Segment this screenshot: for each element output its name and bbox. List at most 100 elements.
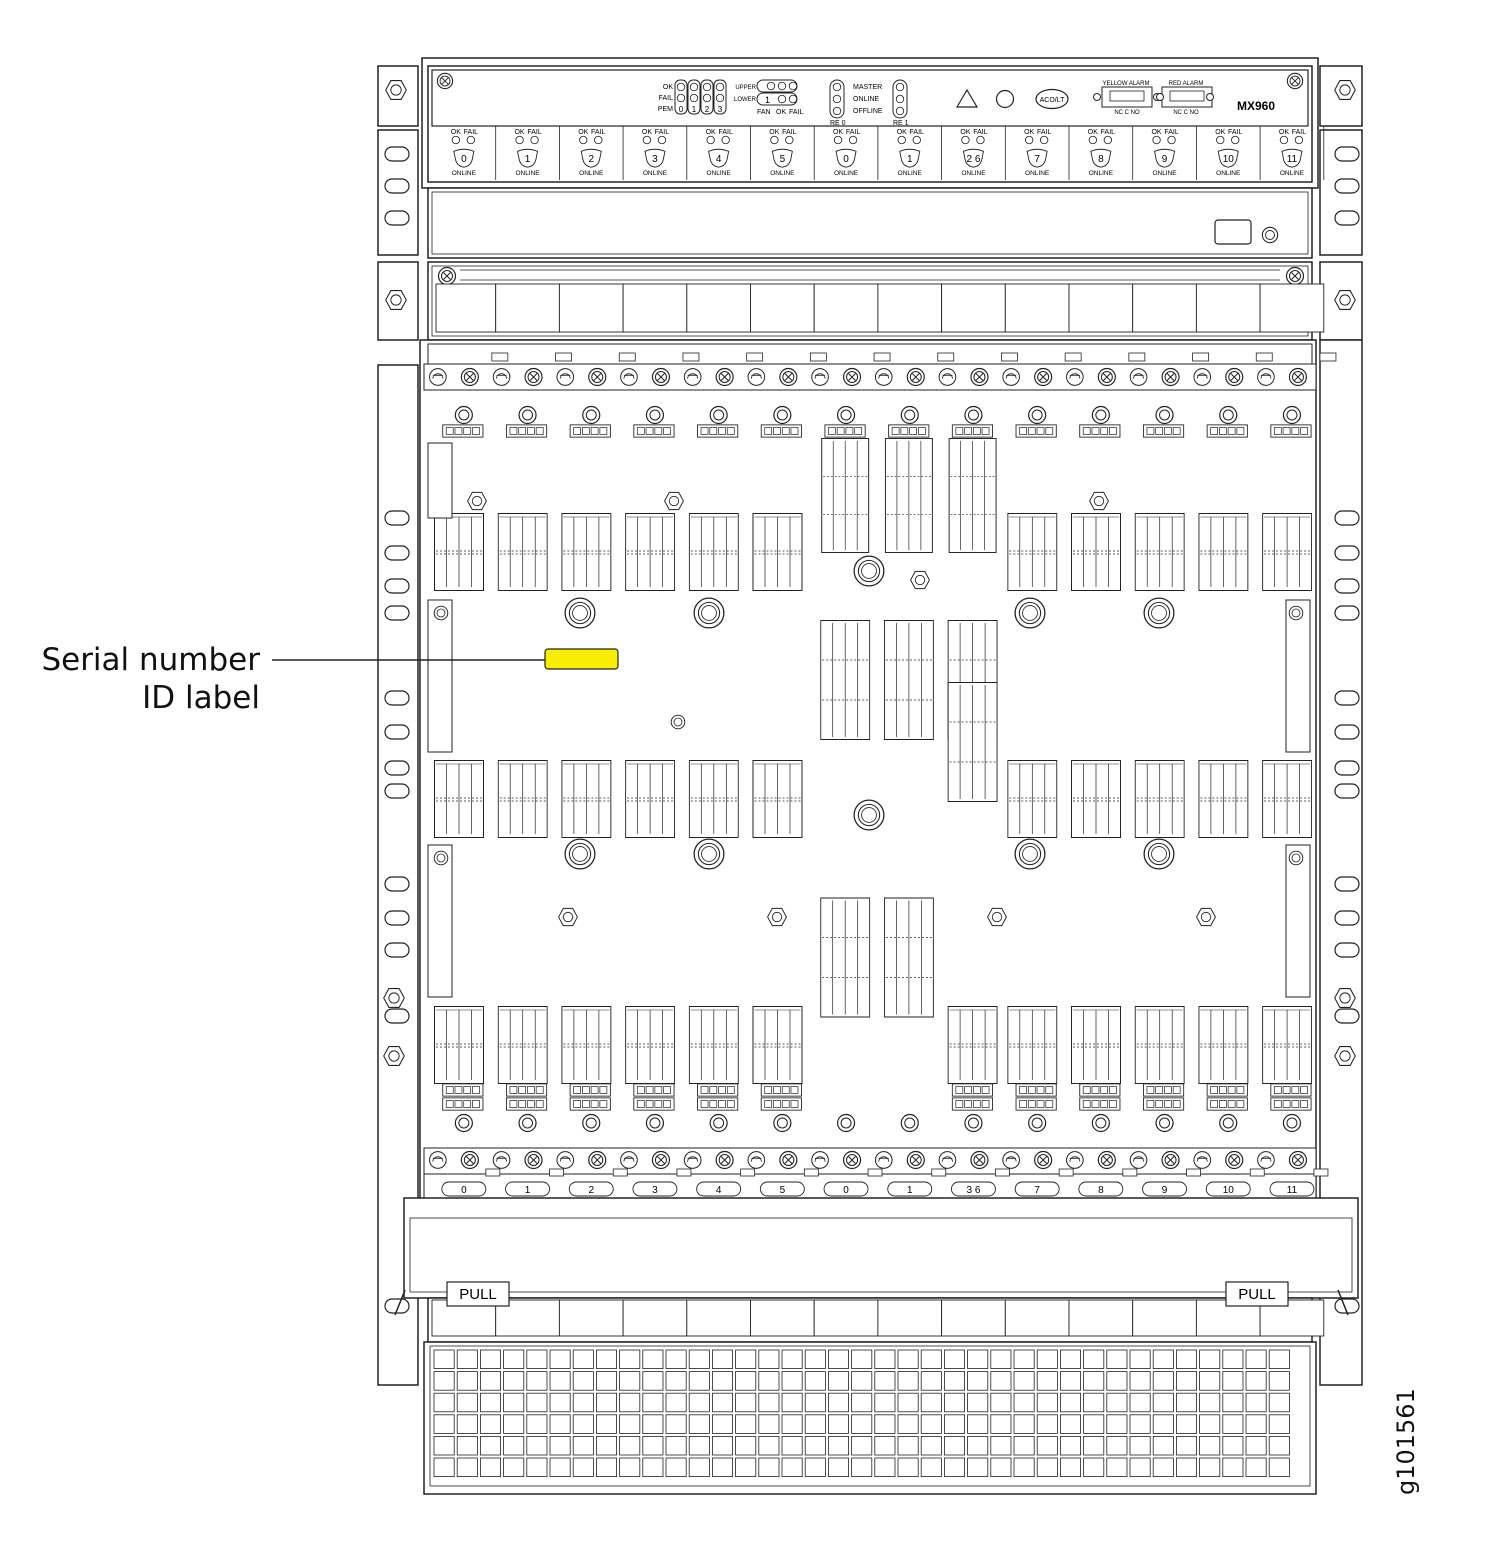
slot-ok-led-icon <box>1024 135 1034 145</box>
slot-label-pill <box>632 1181 678 1197</box>
grille-cell <box>619 1436 641 1456</box>
latch-tab <box>1249 1168 1265 1177</box>
grille-cell <box>1199 1436 1221 1456</box>
grille-cell <box>758 1392 780 1413</box>
craft-interface: OK FAIL PEM 0 1 2 3 UPPER LOWER 1 FAN OK… <box>431 69 1325 180</box>
cable-slot-cell <box>1132 283 1197 333</box>
ejector-icon <box>811 368 829 386</box>
cable-slot-cell <box>1132 1299 1197 1337</box>
air-filter-grille <box>423 1341 1317 1495</box>
pic-module-icon <box>1134 1006 1185 1084</box>
hexnut-icon <box>1334 988 1356 1008</box>
pic-module-icon <box>625 1006 676 1084</box>
grille-cell <box>1268 1371 1290 1391</box>
grille-cell <box>1176 1349 1198 1370</box>
pic-module-icon <box>1262 1006 1313 1084</box>
grille-cell <box>1268 1436 1290 1456</box>
slot-ok-led-icon <box>770 135 779 145</box>
captive-screw-icon <box>842 367 862 387</box>
grille-cell <box>874 1457 896 1478</box>
captive-screw-icon <box>460 1150 479 1170</box>
cable-slot-cell <box>877 1299 943 1337</box>
pic-module-icon <box>434 1006 484 1084</box>
pull-handle-right[interactable] <box>1225 1281 1289 1307</box>
captive-screw-icon <box>588 1150 607 1170</box>
grille-cell <box>549 1349 571 1370</box>
latch-tab <box>1122 1168 1138 1177</box>
slot-fail-led-icon <box>1103 135 1113 145</box>
slot-ok-label: OK <box>833 129 843 136</box>
grille-cell <box>897 1414 919 1434</box>
grille-cell <box>804 1371 826 1391</box>
connector-icon <box>951 1083 994 1097</box>
slot-fail-led-icon <box>1231 135 1240 145</box>
slot-ok-led-icon <box>451 135 461 145</box>
ejector-icon <box>1066 1151 1084 1169</box>
grille-cell <box>735 1457 757 1478</box>
pic-module-icon <box>1071 760 1121 838</box>
grille-cell <box>804 1349 826 1370</box>
grille-cell <box>1245 1414 1267 1434</box>
grille-cell <box>433 1349 455 1370</box>
grille-cell <box>735 1392 757 1413</box>
rack-ear-slot-icon <box>1334 690 1360 706</box>
grille-cell <box>1106 1349 1128 1370</box>
ejector-icon <box>1129 368 1148 386</box>
grille-cell <box>1245 1457 1267 1478</box>
slot-number: 10 <box>1223 154 1235 165</box>
pic-module-icon <box>497 760 548 838</box>
grille-cell <box>1222 1457 1244 1478</box>
pic-module-icon <box>561 513 612 591</box>
grille-cell <box>1036 1349 1058 1370</box>
slot-ok-led-icon <box>1279 135 1289 145</box>
slot-online-label: ONLINE <box>579 170 604 177</box>
grille-cell <box>1152 1392 1174 1413</box>
slot-ok-led-icon <box>961 135 970 145</box>
grille-cell <box>1268 1349 1290 1370</box>
grille-cell <box>1036 1371 1058 1391</box>
connector-icon <box>633 1097 675 1111</box>
rack-ear-slot-icon <box>384 942 410 958</box>
fan-fail-label: FAIL <box>789 109 804 116</box>
grille-cell <box>1245 1392 1267 1413</box>
pem-led-block <box>674 79 727 115</box>
grille-cell <box>1013 1436 1035 1456</box>
grille-cell <box>1152 1436 1174 1456</box>
slot-label-pill <box>823 1181 869 1197</box>
connector-icon <box>1079 1097 1121 1111</box>
slot-online-label: ONLINE <box>834 170 859 177</box>
grille-cell <box>990 1349 1012 1370</box>
grille-cell <box>642 1414 664 1434</box>
captive-screw-icon <box>651 367 671 387</box>
pic-module-icon <box>561 1006 612 1084</box>
re-master-label: MASTER <box>853 84 882 91</box>
grille-cell <box>897 1371 919 1391</box>
slot-fail-label: FAIL <box>782 129 797 136</box>
ejector-icon <box>429 368 447 386</box>
ejector-icon <box>683 1151 702 1169</box>
upper-blank-panel <box>427 187 1313 259</box>
cable-slot-cell <box>558 1299 624 1337</box>
slot-ok-led-icon <box>1088 135 1098 145</box>
grille-cell <box>1083 1371 1105 1391</box>
bottom-slot-label: 11 <box>1287 1185 1298 1196</box>
grille-cell <box>920 1414 942 1434</box>
connector-icon <box>1142 1097 1185 1111</box>
grille-cell <box>735 1371 757 1391</box>
slot-number: 1 <box>907 154 913 165</box>
pull-handle-left[interactable] <box>446 1281 510 1307</box>
slot-label-pill <box>887 1181 933 1197</box>
rack-ear-slot-icon <box>1334 545 1360 561</box>
pem-label: PEM <box>658 106 673 113</box>
cable-slot-cell <box>435 283 497 333</box>
aco-lt-button[interactable] <box>1035 88 1069 110</box>
grille-cell <box>828 1457 850 1478</box>
grille-cell <box>1036 1392 1058 1413</box>
slot-ok-label: OK <box>1024 129 1034 136</box>
grille-cell <box>688 1371 710 1391</box>
slot-number: 0 <box>843 154 849 165</box>
